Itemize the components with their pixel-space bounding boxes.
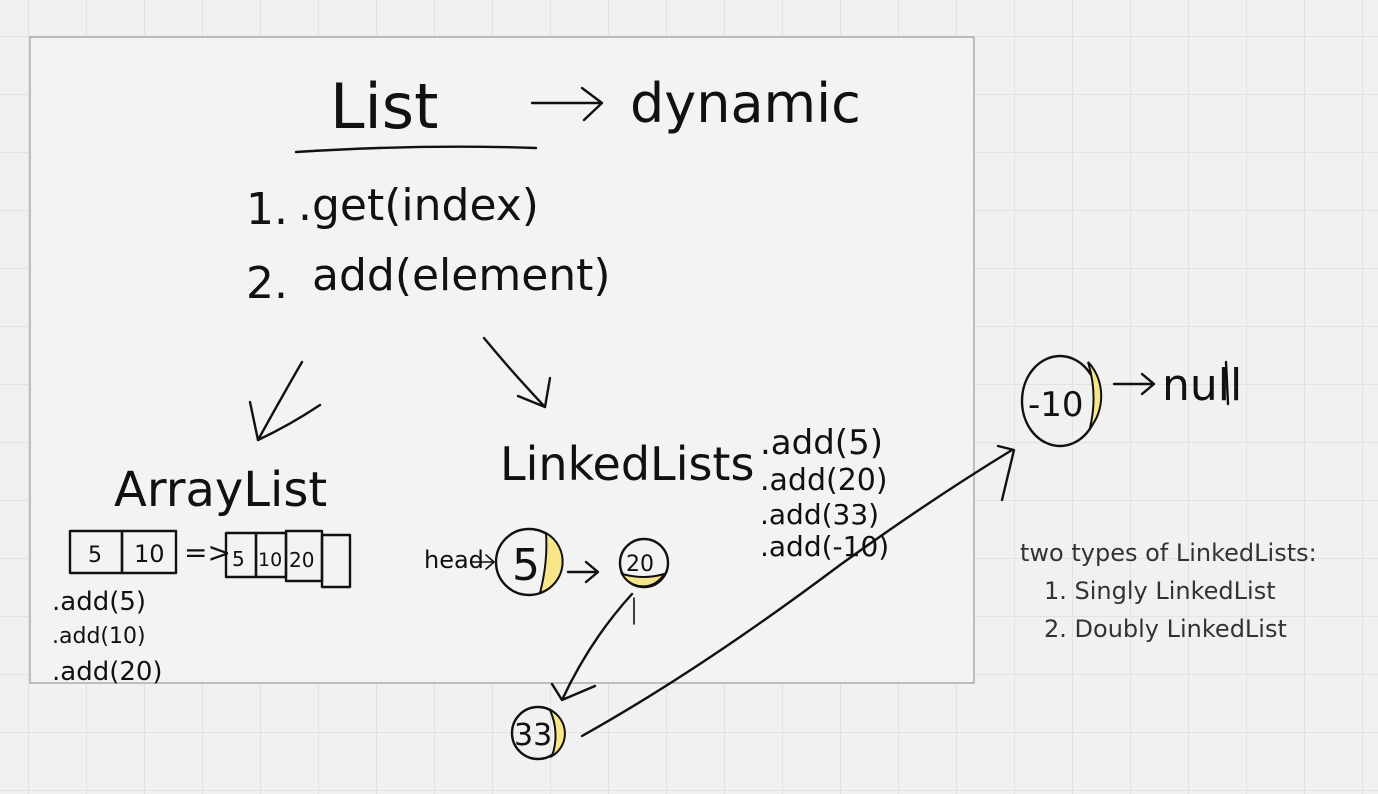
linkedlist-op: .add(5) [760,423,883,463]
arraylist-label: ArrayList [114,462,327,518]
title-underline [294,145,538,154]
node-pointer-highlight [548,707,566,759]
array-cell-value: 20 [289,548,314,572]
linkedlist-label: LinkedLists [500,437,754,491]
title-arrow [530,86,604,122]
arrow-33-to-minus10 [580,444,1016,738]
arraylist-op: .add(20) [52,657,163,687]
node-value: 5 [512,540,540,591]
linkedlist-op: .add(33) [760,498,879,531]
arraylist-op: .add(5) [52,587,146,617]
array-cell [120,529,178,575]
method-1-text: .get(index) [298,180,539,231]
method-1-number: 1. [246,184,288,235]
title-dynamic: dynamic [630,72,861,135]
node-minus-10: -10 [1020,354,1103,448]
array-cell [320,533,352,589]
method-2-text: add(element) [312,250,611,301]
linkedlist-op: .add(20) [760,463,888,498]
node-value: 33 [514,718,552,753]
array-after: 5 10 20 [224,529,352,589]
array-arrow: => [184,536,231,569]
node-value: 20 [626,552,654,577]
node-20: 20 [618,537,670,589]
types-note: two types of LinkedLists: 1. Singly Link… [1020,534,1317,648]
node-value: -10 [1028,385,1084,425]
array-cell-value: 10 [134,540,165,568]
linkedlist-op: .add(-10) [760,530,889,563]
arrow-20-to-33 [550,592,634,702]
array-cell-value: 5 [88,543,102,568]
types-note-item: 2. Doubly LinkedList [1044,615,1287,643]
arrow-to-arraylist [248,360,322,442]
types-note-item: 1. Singly LinkedList [1044,577,1276,605]
method-2-number: 2. [246,258,288,309]
arrow-to-linkedlist [482,336,552,409]
types-note-heading: two types of LinkedLists: [1020,539,1317,567]
array-before: 5 10 [68,529,178,575]
array-cell-value: 10 [258,549,282,571]
node-pointer-highlight [1087,361,1103,429]
node-pointer-highlight [619,572,667,588]
arrow-to-null [1112,372,1156,396]
title-list: List [330,70,438,143]
array-cell-value: 5 [232,547,245,571]
node-arrow [566,560,600,584]
null-end-stroke [1224,360,1230,406]
arraylist-op: .add(10) [52,624,146,649]
null-label: null [1162,360,1242,411]
node-5: 5 [494,527,564,597]
node-pointer-highlight [538,531,564,595]
node-33: 33 [510,705,566,761]
head-arrow [471,554,495,570]
head-label: head [424,546,484,574]
